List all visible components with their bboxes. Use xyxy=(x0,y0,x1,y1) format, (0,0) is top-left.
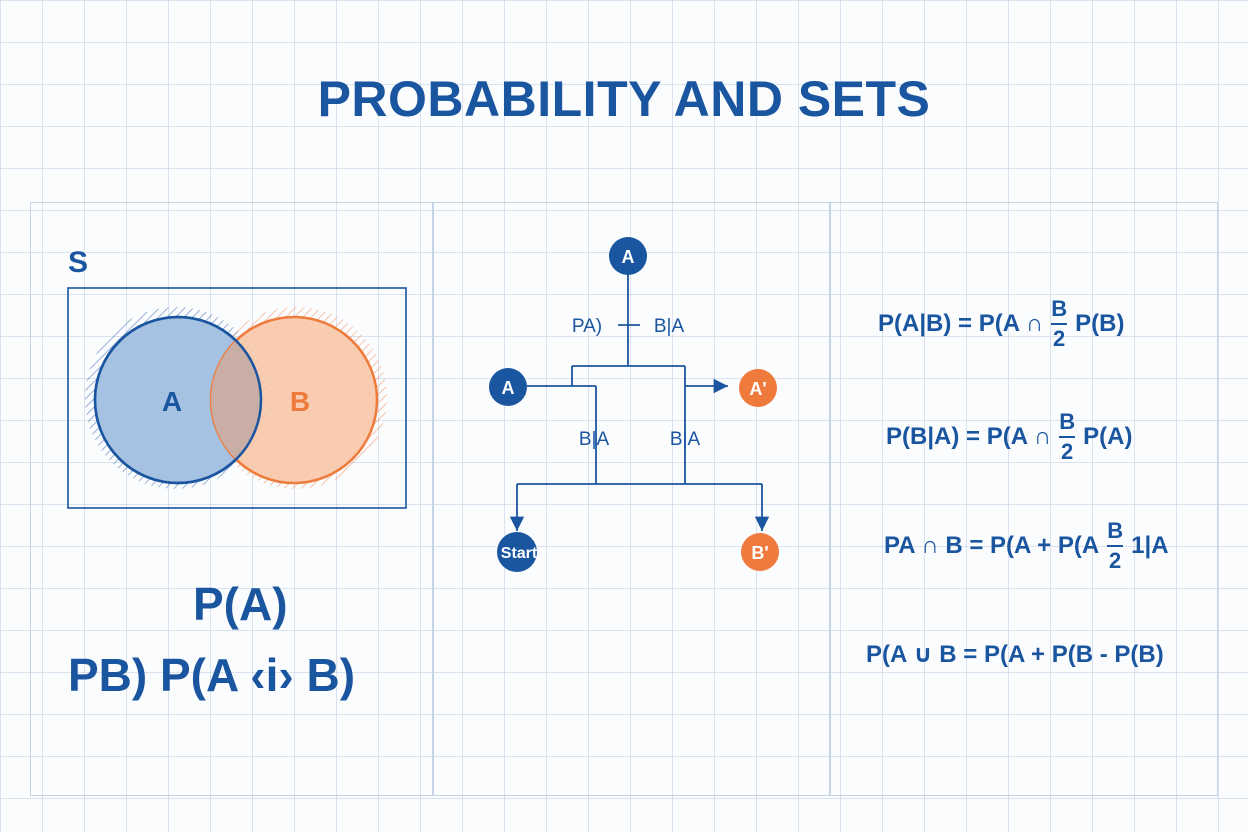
equation-3-numerator: B xyxy=(1107,518,1124,543)
formula-left-line2: PB) P(A ‹i› B) xyxy=(68,649,356,701)
tree-label-upper-right: B|A xyxy=(654,316,685,337)
equation-4-lhs: P(A ∪ B = P(A + P(B - P(B) xyxy=(866,641,1164,668)
tree-node-left-label: A xyxy=(502,378,515,398)
universe-rect xyxy=(67,287,407,509)
equation-2-rhs: P(A) xyxy=(1083,423,1133,450)
fraction-bar xyxy=(1107,545,1124,547)
equation-3-rhs: 1|A xyxy=(1131,532,1169,559)
equation-3: PA ∩ B = P(A + P(A B 2 1|A xyxy=(884,520,1169,572)
tree-node-start xyxy=(497,532,537,572)
page-title: PROBABILITY AND SETS xyxy=(317,71,931,127)
equation-2-lhs: P(B|A) = P(A ∩ xyxy=(886,423,1052,450)
tree-label-mid-right: B|A xyxy=(670,429,701,450)
equation-1-lhs: P(A|B) = P(A ∩ xyxy=(878,310,1044,337)
equation-1-numerator: B xyxy=(1051,296,1068,321)
panel-divider-left xyxy=(432,202,434,796)
tree-node-left xyxy=(489,368,527,406)
equation-2-numerator: B xyxy=(1059,409,1076,434)
equation-2-denominator: 2 xyxy=(1061,439,1074,464)
tree-node-right-label: A' xyxy=(749,379,766,399)
equation-2-fraction: B 2 xyxy=(1059,409,1076,464)
panel-frame xyxy=(30,202,1218,796)
equation-1: P(A|B) = P(A ∩ B 2 P(B) xyxy=(878,298,1125,350)
universe-label: S xyxy=(68,246,89,279)
equation-4: P(A ∪ B = P(A + P(B - P(B) xyxy=(866,640,1164,669)
equation-1-rhs: P(B) xyxy=(1075,310,1125,337)
formula-left-line1: P(A) xyxy=(193,578,288,630)
equation-3-lhs: PA ∩ B = P(A + P(A xyxy=(884,532,1100,559)
set-a-outline xyxy=(93,315,263,485)
equation-3-fraction: B 2 xyxy=(1107,518,1124,573)
fraction-bar xyxy=(1059,436,1076,438)
tree-label-upper-left: PA) xyxy=(572,316,602,337)
equation-3-denominator: 2 xyxy=(1109,548,1122,573)
tree-node-top xyxy=(609,237,647,275)
tree-node-start-label: Start xyxy=(501,545,538,562)
equation-1-denominator: 2 xyxy=(1053,326,1066,351)
equation-2: P(B|A) = P(A ∩ B 2 P(A) xyxy=(886,411,1133,463)
tree-node-end-label: B' xyxy=(751,543,768,563)
equation-1-fraction: B 2 xyxy=(1051,296,1068,351)
set-a-label: A xyxy=(162,386,182,417)
tree-label-mid-left: B|A xyxy=(579,429,610,450)
set-b-label: B xyxy=(290,386,310,417)
tree-node-right xyxy=(739,369,777,407)
tree-node-top-label: A xyxy=(622,247,635,267)
fraction-bar xyxy=(1051,323,1068,325)
panel-divider-right xyxy=(829,202,831,796)
tree-node-end xyxy=(741,533,779,571)
